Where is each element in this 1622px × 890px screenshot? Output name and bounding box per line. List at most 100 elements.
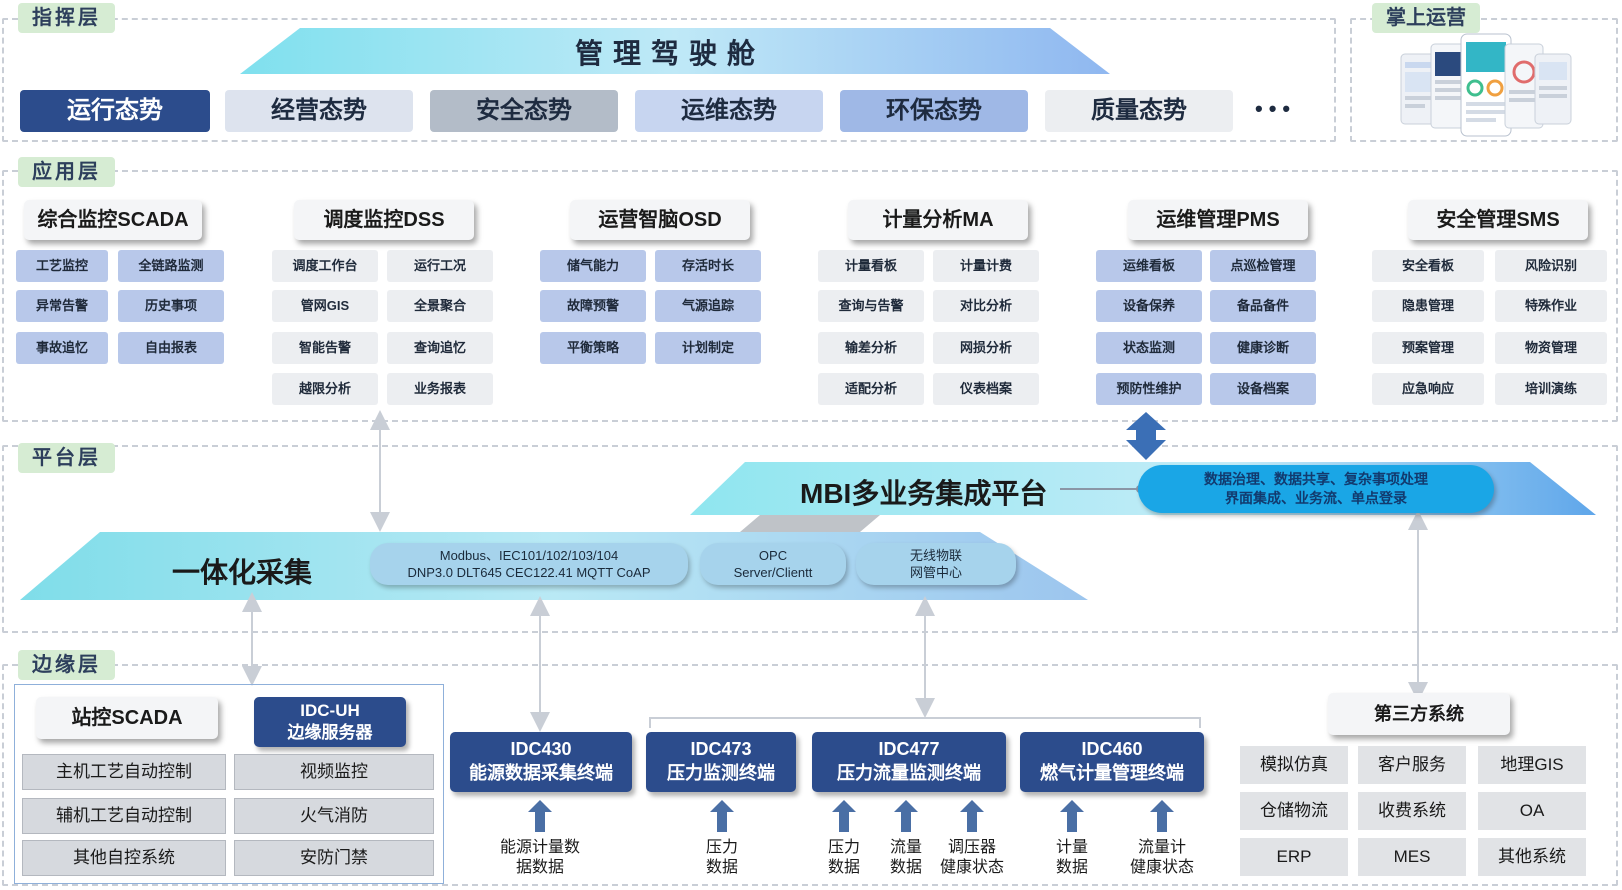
ma-item-loss[interactable]: 网损分析: [933, 332, 1039, 364]
edge-item-main-control[interactable]: 主机工艺自动控制: [22, 754, 226, 790]
sms-item-special-work[interactable]: 特殊作业: [1495, 290, 1607, 322]
command-layer-tag: 指挥层: [18, 3, 115, 33]
app-sms-header: 安全管理SMS: [1408, 200, 1588, 240]
idc460-name: 燃气计量管理终端: [1040, 763, 1184, 783]
cockpit-banner: [240, 28, 1110, 74]
pms-item-spares[interactable]: 备品备件: [1210, 290, 1316, 322]
mobile-layer-frame: [1350, 18, 1618, 142]
source-flow-line2: 数据: [889, 859, 922, 876]
dss-item-panorama[interactable]: 全景聚合: [387, 290, 493, 322]
wireless-line1: 无线物联: [909, 548, 962, 563]
third-party-customer-service[interactable]: 客户服务: [1358, 746, 1466, 784]
scada-item-process-monitor[interactable]: 工艺监控: [16, 250, 108, 282]
dss-item-report[interactable]: 业务报表: [387, 373, 493, 405]
scada-item-abnormal-alarm[interactable]: 异常告警: [16, 290, 108, 322]
ma-item-board[interactable]: 计量看板: [818, 250, 924, 282]
third-party-billing[interactable]: 收费系统: [1358, 792, 1466, 830]
osd-item-fault-warning[interactable]: 故障预警: [540, 290, 646, 322]
source-energy-line2: 据数据: [515, 859, 564, 876]
sms-item-hazard[interactable]: 隐患管理: [1372, 290, 1484, 322]
app-pms-header: 运维管理PMS: [1128, 200, 1308, 240]
dss-item-query-recall[interactable]: 查询追忆: [387, 332, 493, 364]
source-flowmeter-health: 流量计 健康状态: [1122, 838, 1202, 878]
dss-item-workbench[interactable]: 调度工作台: [272, 250, 378, 282]
idc430-code: IDC430: [510, 739, 572, 759]
application-layer-tag: 应用层: [18, 157, 115, 187]
scada-item-history[interactable]: 历史事项: [118, 290, 224, 322]
idc-uh-line2: 边缘服务器: [287, 723, 373, 742]
third-party-mes[interactable]: MES: [1358, 838, 1466, 876]
edge-item-other-control[interactable]: 其他自控系统: [22, 840, 226, 876]
source-pressure2-line1: 压力: [827, 839, 860, 856]
pms-item-board[interactable]: 运维看板: [1096, 250, 1202, 282]
pms-item-equipment-file[interactable]: 设备档案: [1210, 373, 1316, 405]
edge-item-aux-control[interactable]: 辅机工艺自动控制: [22, 798, 226, 834]
third-party-logistics[interactable]: 仓储物流: [1240, 792, 1348, 830]
ma-item-diff[interactable]: 输差分析: [818, 332, 924, 364]
idc-uh-line1: IDC-UH: [300, 701, 360, 720]
sms-item-board[interactable]: 安全看板: [1372, 250, 1484, 282]
dss-item-condition[interactable]: 运行工况: [387, 250, 493, 282]
edge-item-access[interactable]: 安防门禁: [234, 840, 434, 876]
source-regulator-health: 调压器 健康状态: [932, 838, 1012, 878]
edge-layer-frame: [2, 664, 1618, 886]
source-pressure1-line2: 数据: [705, 859, 738, 876]
sms-item-risk[interactable]: 风险识别: [1495, 250, 1607, 282]
dss-item-limit-analysis[interactable]: 越限分析: [272, 373, 378, 405]
tab-business[interactable]: 经营态势: [225, 90, 413, 132]
scada-item-accident-recall[interactable]: 事故追忆: [16, 332, 108, 364]
idc473-code: IDC473: [690, 739, 752, 759]
terminal-idc460[interactable]: IDC460 燃气计量管理终端: [1020, 732, 1204, 792]
scada-item-free-report[interactable]: 自由报表: [118, 332, 224, 364]
source-flowmeter-line1: 流量计: [1137, 839, 1186, 856]
pms-item-health[interactable]: 健康诊断: [1210, 332, 1316, 364]
ma-item-meter-file[interactable]: 仪表档案: [933, 373, 1039, 405]
ma-item-adapt[interactable]: 适配分析: [818, 373, 924, 405]
sms-item-emergency[interactable]: 应急响应: [1372, 373, 1484, 405]
pms-item-preventive[interactable]: 预防性维护: [1096, 373, 1202, 405]
osd-item-survival[interactable]: 存活时长: [655, 250, 761, 282]
more-indicator: •••: [1255, 96, 1297, 121]
ma-item-query-alarm[interactable]: 查询与告警: [818, 290, 924, 322]
third-party-gis[interactable]: 地理GIS: [1478, 746, 1586, 784]
pms-item-inspection[interactable]: 点巡检管理: [1210, 250, 1316, 282]
osd-item-storage[interactable]: 储气能力: [540, 250, 646, 282]
osd-item-gas-trace[interactable]: 气源追踪: [655, 290, 761, 322]
ma-item-billing[interactable]: 计量计费: [933, 250, 1039, 282]
protocol-pill-wireless: 无线物联 网管中心: [856, 543, 1016, 585]
station-scada-frame: [14, 684, 444, 884]
sms-item-materials[interactable]: 物资管理: [1495, 332, 1607, 364]
third-party-oa[interactable]: OA: [1478, 792, 1586, 830]
edge-item-fire[interactable]: 火气消防: [234, 798, 434, 834]
mbi-platform-title: MBI多业务集成平台: [800, 478, 1048, 509]
tab-quality[interactable]: 质量态势: [1045, 90, 1233, 132]
wireless-line2: 网管中心: [909, 565, 962, 580]
pms-item-status[interactable]: 状态监测: [1096, 332, 1202, 364]
dss-item-smart-alarm[interactable]: 智能告警: [272, 332, 378, 364]
edge-item-video[interactable]: 视频监控: [234, 754, 434, 790]
tab-maintenance[interactable]: 运维态势: [635, 90, 823, 132]
third-party-simulation[interactable]: 模拟仿真: [1240, 746, 1348, 784]
sms-item-training[interactable]: 培训演练: [1495, 373, 1607, 405]
sms-item-plan[interactable]: 预案管理: [1372, 332, 1484, 364]
command-layer-frame: [2, 18, 1336, 142]
tab-safety[interactable]: 安全态势: [430, 90, 618, 132]
source-energy-data: 能源计量数 据数据: [490, 838, 590, 878]
tab-operation[interactable]: 运行态势: [20, 90, 210, 132]
third-party-erp[interactable]: ERP: [1240, 838, 1348, 876]
terminal-idc430[interactable]: IDC430 能源数据采集终端: [450, 732, 632, 792]
dss-item-gis[interactable]: 管网GIS: [272, 290, 378, 322]
third-party-other[interactable]: 其他系统: [1478, 838, 1586, 876]
terminal-idc477[interactable]: IDC477 压力流量监测终端: [812, 732, 1006, 792]
ma-item-compare[interactable]: 对比分析: [933, 290, 1039, 322]
terminal-idc473[interactable]: IDC473 压力监测终端: [646, 732, 796, 792]
app-ma-header: 计量分析MA: [848, 200, 1028, 240]
mobile-app-screens-image: [1400, 33, 1572, 137]
tab-environment[interactable]: 环保态势: [840, 90, 1028, 132]
osd-item-balance[interactable]: 平衡策略: [540, 332, 646, 364]
mobile-layer-tag: 掌上运营: [1372, 3, 1480, 33]
pms-item-maintenance[interactable]: 设备保养: [1096, 290, 1202, 322]
cockpit-title: 管理驾驶舱: [574, 38, 765, 69]
scada-item-full-chain[interactable]: 全链路监测: [118, 250, 224, 282]
osd-item-plan[interactable]: 计划制定: [655, 332, 761, 364]
